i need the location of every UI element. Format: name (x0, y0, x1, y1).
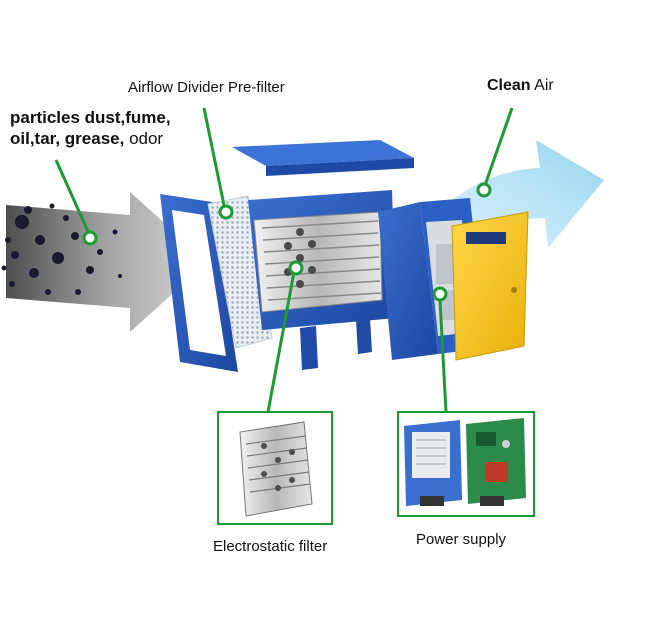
callout-markers (82, 182, 492, 302)
particle-dots (1, 203, 122, 295)
clean-air-label-bold: Clean (487, 77, 531, 94)
airflow-divider-label: Airflow Divider Pre-filter (128, 79, 285, 96)
power-supply-label: Power supply (416, 531, 507, 548)
front-frame (160, 194, 238, 372)
pollutants-label-line1: particles dust,fume, (10, 108, 171, 127)
electrostatic-filter-inset (217, 411, 333, 525)
rear-housing (378, 198, 529, 361)
callout-lines (54, 107, 514, 413)
dirty-air-arrow (1, 192, 208, 332)
electrostatic-filter-label: Electrostatic filter (213, 538, 328, 555)
clean-air-label: Clean Air (487, 77, 554, 95)
pollutants-label-line2-regular: odor (124, 129, 164, 148)
power-supply-inset (397, 411, 535, 517)
main-housing (232, 140, 414, 370)
pollutants-label-line2: oil,tar, grease, odor (10, 129, 163, 149)
mesh-prefilter (207, 195, 273, 349)
pollutants-label-line2-bold: oil,tar, grease, (10, 129, 125, 148)
clean-air-label-regular: Air (530, 77, 554, 94)
